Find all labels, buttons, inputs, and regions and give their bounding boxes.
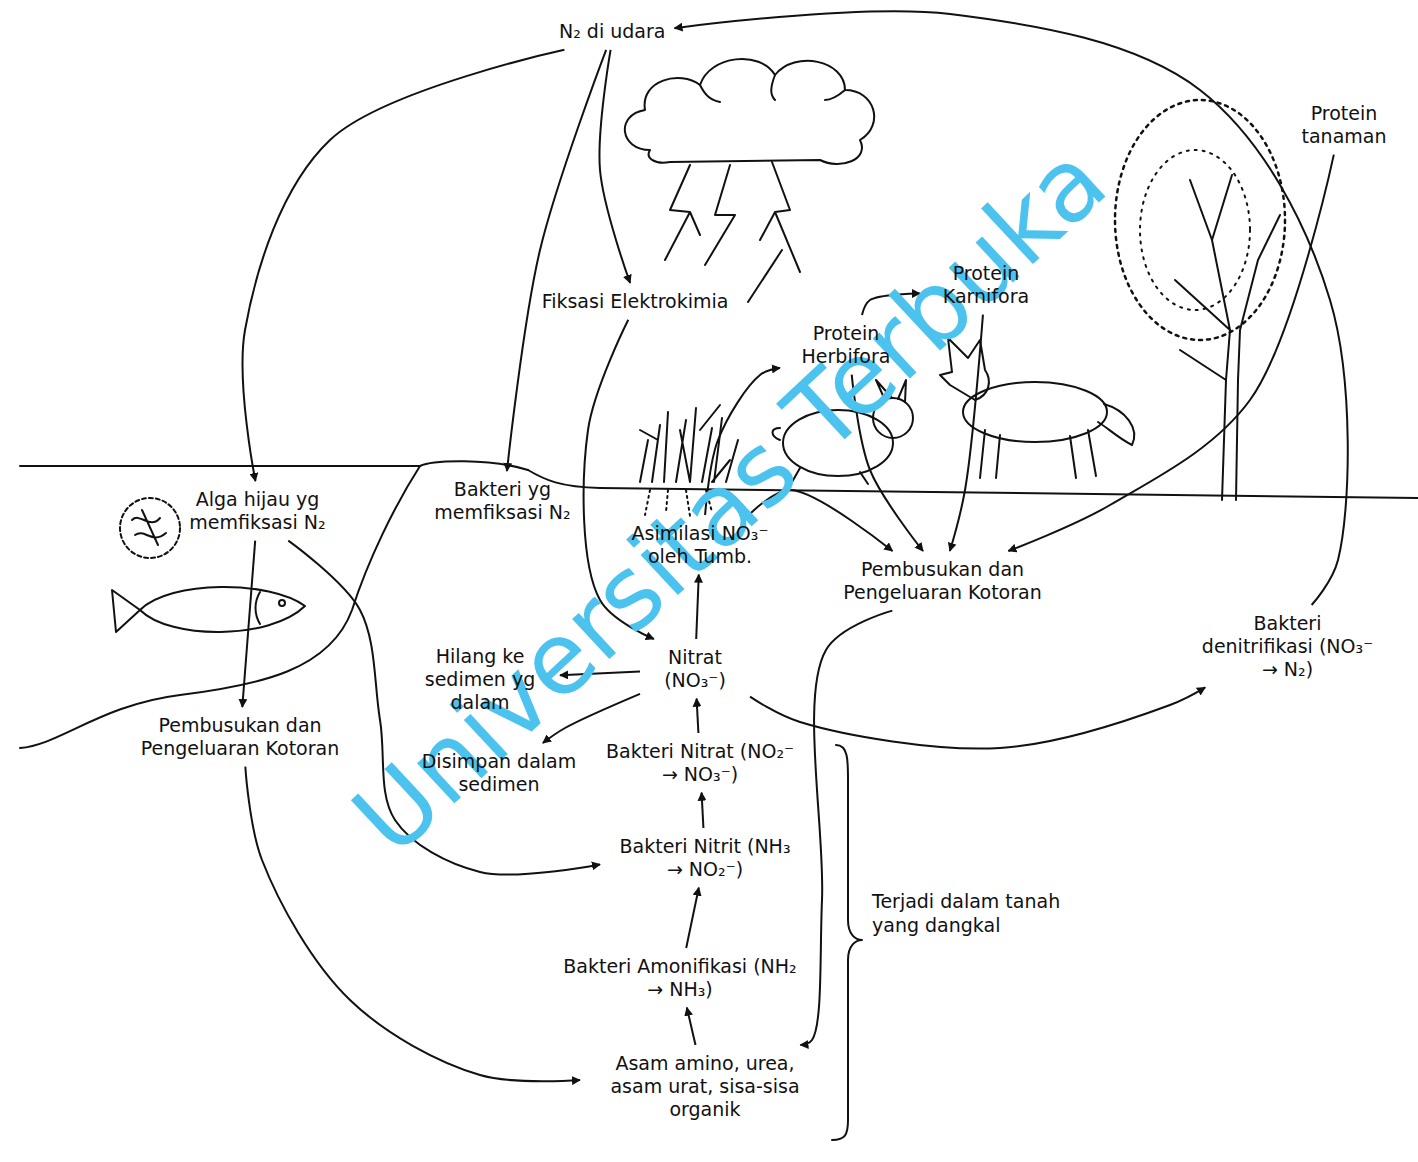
cycle-label: Bakteri Nitrit (NH₃ → NO₂⁻) [605,833,805,883]
cycle-label: Asimilasi NO₃⁻ oleh Tumb. [605,520,795,570]
cycle-label: Pembusukan dan Pengeluaran Kotoran [120,712,360,762]
node-text: Asimilasi NO₃⁻ oleh Tumb. [609,522,791,568]
cycle-arrow [750,687,1205,748]
cycle-arrow [687,1008,696,1045]
fox-tail [1098,404,1134,445]
node-text: Nitrat (NO₃⁻) [649,646,741,692]
cycle-arrow [800,611,892,1045]
cycle-arrow [243,50,565,481]
node-text: N₂ di udara [559,20,665,43]
note-label: Terjadi dalam tanah yang dangkal [872,890,1087,938]
cycle-label: Bakteri denitrifikasi (NO₃⁻ → N₂) [1195,610,1380,682]
fish-gill [256,592,261,624]
cycle-label: Pembusukan dan Pengeluaran Kotoran [830,556,1055,606]
node-text: Bakteri yg memfiksasi N₂ [414,478,591,524]
cycle-label: Bakteri Amonifikasi (NH₂ → NH₃) [555,953,805,1003]
node-text: Bakteri denitrifikasi (NO₃⁻ → N₂) [1199,612,1376,680]
fish [112,587,305,632]
node-text: Bakteri Amonifikasi (NH₂ → NH₃) [559,955,801,1001]
cycle-arrow [686,888,699,948]
water-surface [20,465,420,467]
cycle-label: Protein Karnifora [925,260,1047,310]
alga-strands [132,510,166,545]
node-text: Pembusukan dan Pengeluaran Kotoran [124,714,356,760]
node-text: Bakteri Nitrit (NH₃ → NO₂⁻) [609,835,801,881]
lightning-leader [748,250,782,302]
cycle-label: N₂ di udara [555,18,669,45]
node-text: Asam amino, urea, asam urat, sisa-sisa o… [589,1052,821,1120]
cloud-detail [700,75,845,102]
node-text: Protein tanaman [1284,102,1404,148]
lightning [760,162,800,272]
cycle-label: Disimpan dalam sedimen [415,748,583,798]
node-text: Fiksasi Elektrokimia [539,290,731,313]
cycle-label: Bakteri yg memfiksasi N₂ [410,476,595,526]
node-text: Alga hijau yg memfiksasi N₂ [179,488,336,534]
node-text: Pembusukan dan Pengeluaran Kotoran [834,558,1051,604]
cycle-label: Protein tanaman [1280,100,1408,150]
node-text: Hilang ke sedimen yg dalam [409,645,551,713]
bracket [832,745,862,1140]
node-text: Disimpan dalam sedimen [419,750,579,796]
lightning [665,165,700,260]
tree-trunk [1175,175,1280,500]
cycle-label: Protein Herbifora [785,320,907,370]
ground-hump [420,461,528,470]
shoreline [20,466,420,748]
node-text: Protein Karnifora [929,262,1043,308]
fox-legs [980,430,1096,478]
cycle-label: Asam amino, urea, asam urat, sisa-sisa o… [585,1050,825,1122]
cycle-arrow [702,793,704,828]
node-text: Bakteri Nitrat (NO₂⁻ → NO₃⁻) [604,740,796,786]
cycle-label: Nitrat (NO₃⁻) [645,644,745,694]
fish-eye [279,600,285,606]
cycle-arrow [599,50,630,283]
cycle-arrow [697,699,699,733]
cloud [625,59,874,164]
tree-crown [1140,150,1250,310]
alga [120,498,180,558]
cycle-label: Bakteri Nitrat (NO₂⁻ → NO₃⁻) [600,738,800,788]
cycle-label: Hilang ke sedimen yg dalam [405,643,555,715]
cycle-arrow [507,50,606,471]
lightning [705,165,735,265]
node-text: Protein Herbifora [789,322,903,368]
cycle-label: Alga hijau yg memfiksasi N₂ [175,486,340,536]
cycle-label: Fiksasi Elektrokimia [535,288,735,315]
